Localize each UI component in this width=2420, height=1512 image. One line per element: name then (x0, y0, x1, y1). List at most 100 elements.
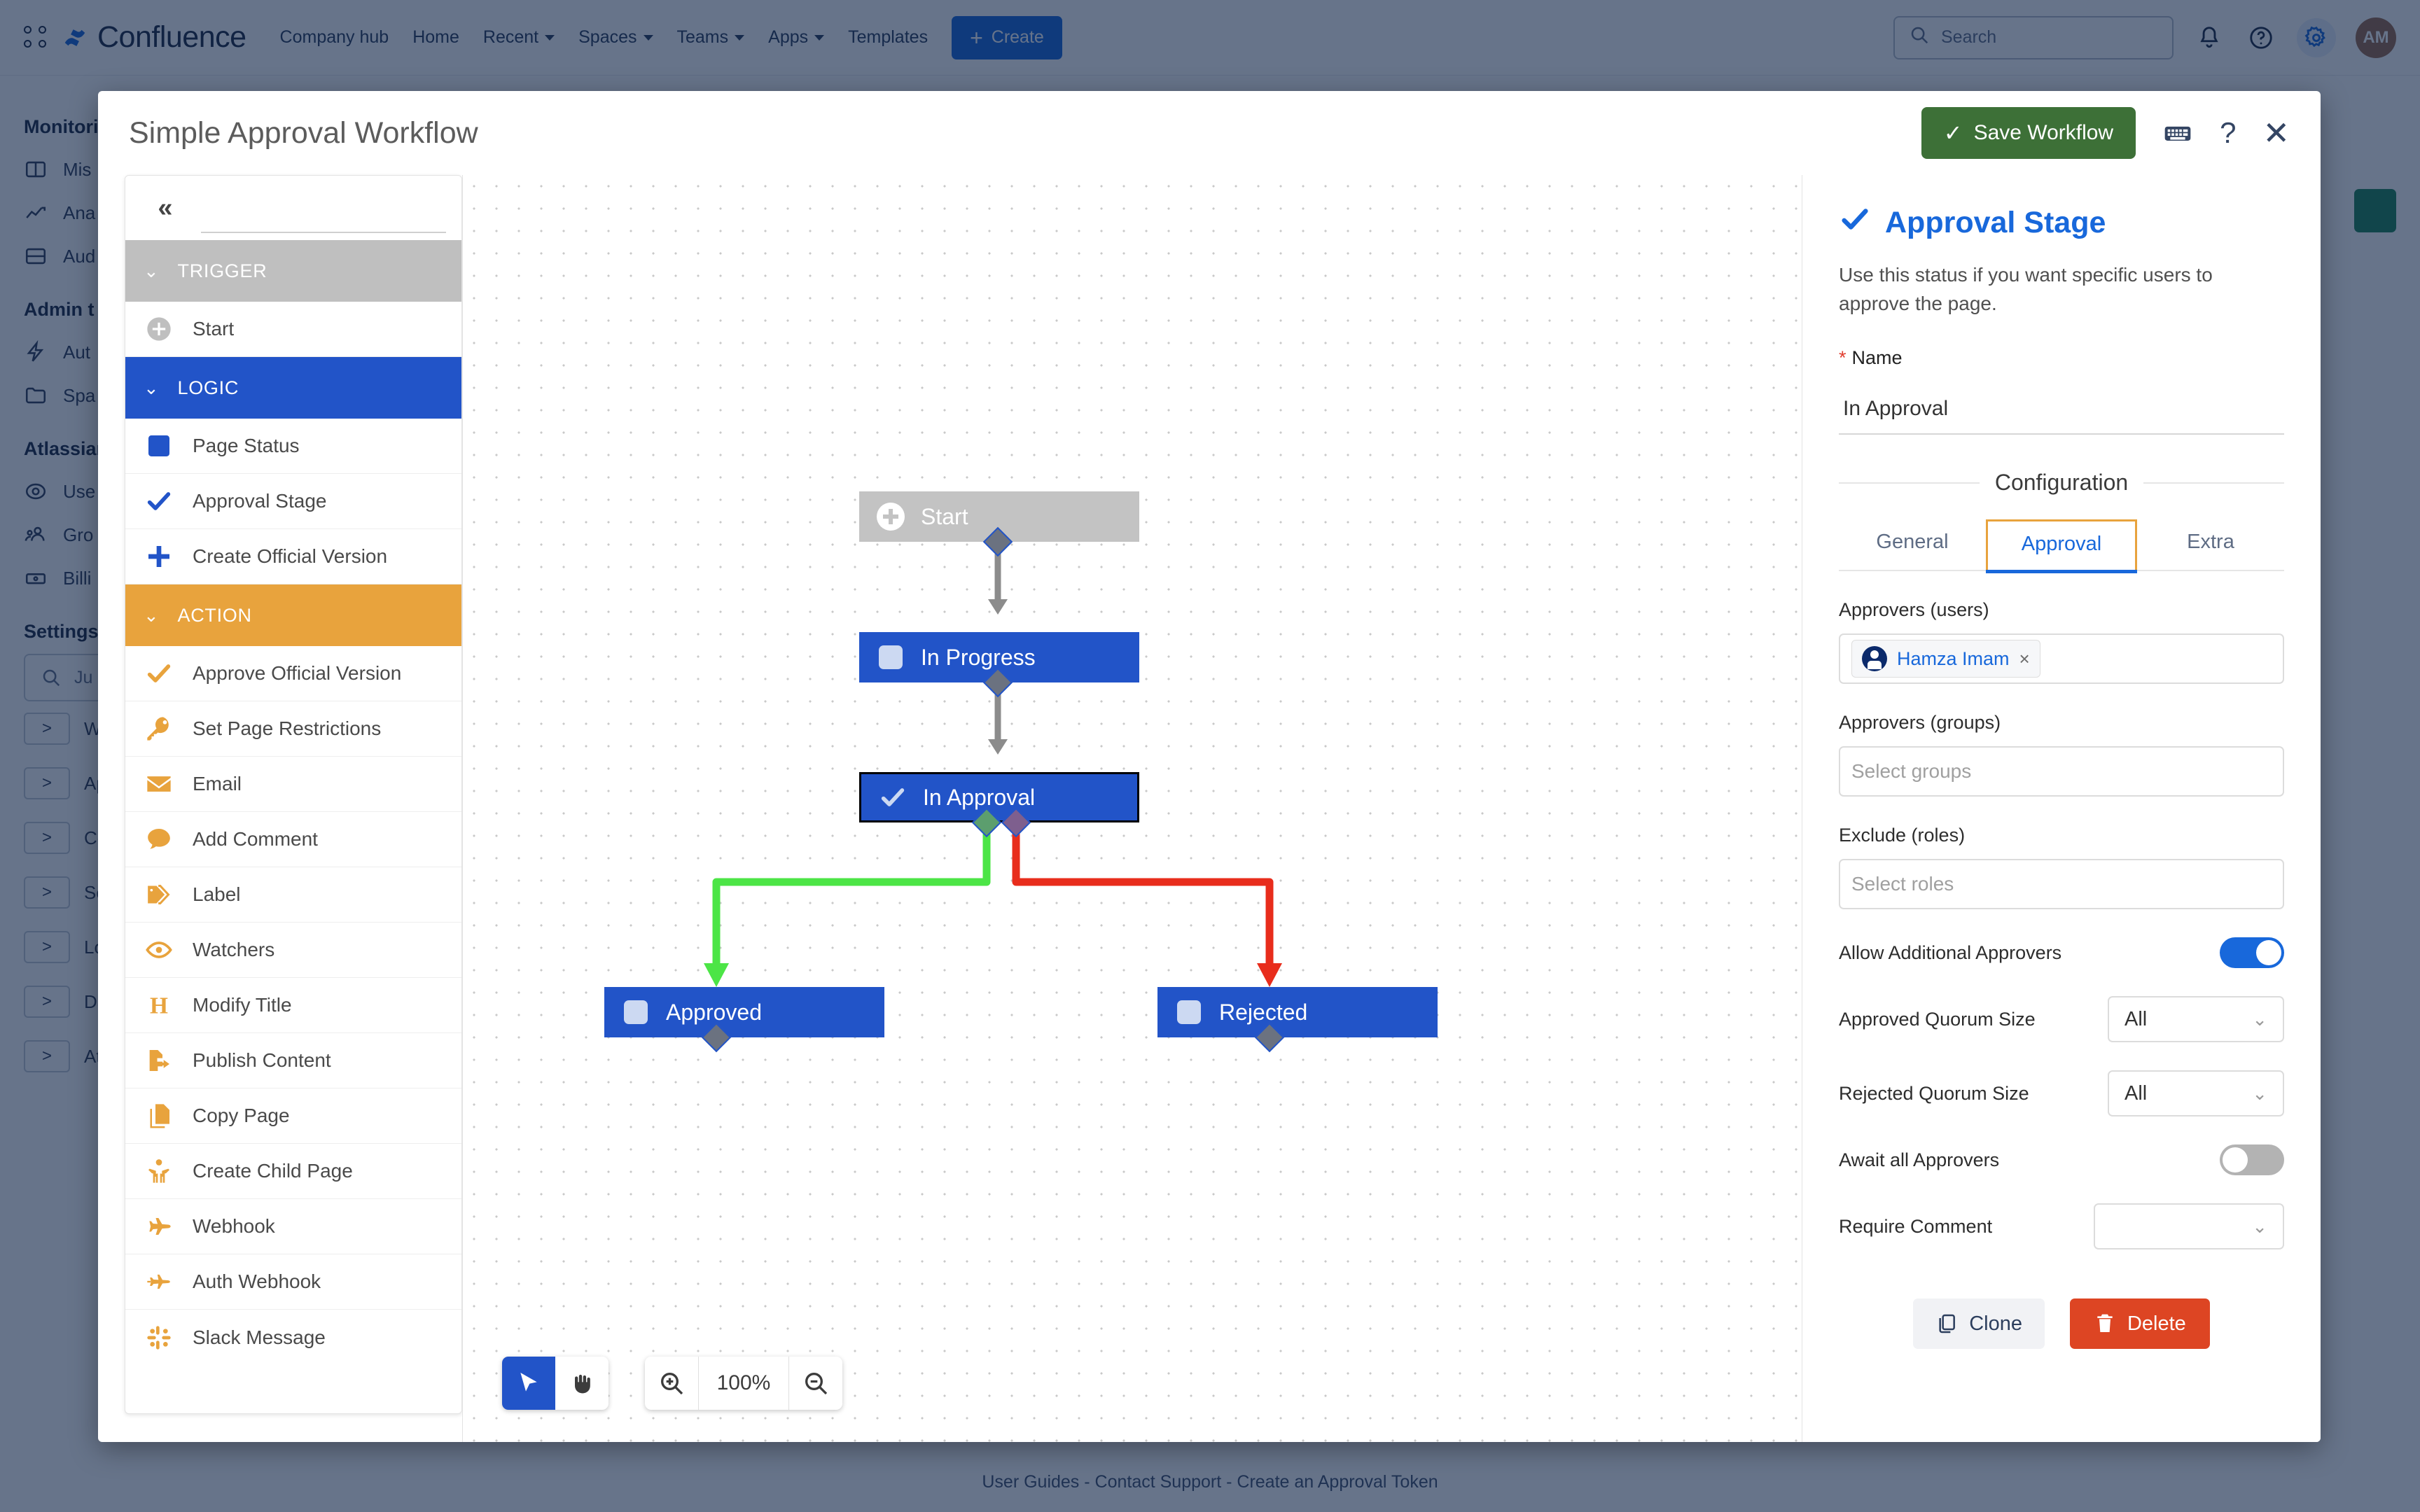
canvas-node-label: Rejected (1219, 999, 1308, 1025)
workflow-canvas[interactable]: Start In Progress In Approval Approved (462, 175, 1802, 1442)
palette-item-approve-official-version[interactable]: Approve Official Version (125, 646, 461, 701)
palette-item-create-official-version[interactable]: Create Official Version (125, 529, 461, 584)
jet-icon (144, 1266, 174, 1297)
palette-item-label: Watchers (193, 939, 275, 960)
palette-item-label: Add Comment (193, 828, 318, 850)
zoom-out-icon[interactable] (789, 1357, 842, 1410)
palette-item-start[interactable]: Start (125, 302, 461, 357)
palette-item-slack-message[interactable]: Slack Message (125, 1310, 461, 1365)
save-workflow-button[interactable]: ✓ Save Workflow (1921, 107, 2136, 159)
require-comment-select[interactable]: ⌄ (2094, 1203, 2284, 1250)
canvas-toolbar: 100% (502, 1357, 842, 1410)
palette-item-label: Copy Page (193, 1105, 290, 1126)
tab-extra[interactable]: Extra (2187, 531, 2234, 554)
palette-item-add-comment[interactable]: Add Comment (125, 812, 461, 867)
remove-chip-icon[interactable]: × (2019, 648, 2030, 669)
canvas-node-in-progress[interactable]: In Progress (859, 632, 1139, 682)
allow-additional-approvers-toggle[interactable] (2220, 937, 2284, 969)
clone-label: Clone (1969, 1312, 2022, 1335)
palette-item-approval-stage[interactable]: Approval Stage (125, 474, 461, 529)
palette-item-label: Publish Content (193, 1049, 331, 1071)
copy-icon (1939, 1314, 1956, 1334)
chevron-down-icon: ⌄ (144, 604, 160, 626)
await-all-approvers-toggle[interactable] (2220, 1144, 2284, 1176)
delete-button[interactable]: Delete (2069, 1298, 2210, 1350)
rejected-quorum-select[interactable]: All ⌄ (2108, 1070, 2284, 1117)
zoom-level-value[interactable]: 100% (698, 1357, 789, 1410)
palette-group-label: ACTION (177, 604, 252, 626)
collapse-panel-icon[interactable]: « (158, 192, 173, 223)
canvas-node-start[interactable]: Start (859, 491, 1139, 542)
child-icon (144, 1156, 174, 1186)
palette-item-watchers[interactable]: Watchers (125, 923, 461, 978)
svg-text:H: H (150, 993, 168, 1019)
palette-item-label[interactable]: Label (125, 867, 461, 923)
palette-item-label: Create Official Version (193, 545, 388, 567)
palette-item-set-page-restrictions[interactable]: Set Page Restrictions (125, 701, 461, 757)
eye-icon (144, 934, 174, 965)
palette-item-publish-content[interactable]: Publish Content (125, 1033, 461, 1088)
palette-item-label: Slack Message (193, 1326, 326, 1348)
keyboard-shortcuts-icon[interactable] (2162, 118, 2193, 148)
palette-group-label: LOGIC (177, 377, 239, 398)
palette-item-create-child-page[interactable]: Create Child Page (125, 1144, 461, 1199)
help-button[interactable]: ? (2220, 116, 2237, 149)
check-icon (144, 658, 174, 689)
close-icon[interactable]: ✕ (2262, 115, 2290, 151)
palette-item-modify-title[interactable]: H Modify Title (125, 978, 461, 1033)
hand-icon[interactable] (555, 1357, 609, 1410)
palette-item-webhook[interactable]: Webhook (125, 1199, 461, 1254)
approvers-users-input[interactable]: Hamza Imam × (1839, 634, 2284, 685)
heading-icon: H (144, 990, 174, 1021)
divider-line (1839, 482, 1980, 484)
configuration-label: Configuration (1994, 470, 2129, 496)
palette-item-email[interactable]: Email (125, 757, 461, 812)
square-icon (144, 430, 174, 461)
tab-general[interactable]: General (1876, 531, 1949, 554)
allow-additional-approvers-label: Allow Additional Approvers (1839, 941, 2062, 963)
configuration-divider: Configuration (1839, 470, 2284, 496)
approved-quorum-select[interactable]: All ⌄ (2108, 996, 2284, 1043)
chevron-down-icon: ⌄ (2252, 1008, 2267, 1030)
palette-group-action[interactable]: ⌄ ACTION (125, 584, 461, 646)
tab-approval[interactable]: Approval (1986, 519, 2137, 574)
modal-body: « ⌄ TRIGGER Start ⌄ LOGIC Page Status (98, 175, 2321, 1442)
square-icon (621, 997, 651, 1027)
approved-quorum-row: Approved Quorum Size All ⌄ (1839, 996, 2284, 1043)
workflow-editor-modal: Simple Approval Workflow ✓ Save Workflow… (98, 91, 2321, 1442)
canvas-node-rejected[interactable]: Rejected (1157, 987, 1438, 1037)
pointer-tool-group (502, 1357, 609, 1410)
exclude-roles-input[interactable]: Select roles (1839, 859, 2284, 910)
rejected-quorum-value: All (2125, 1082, 2148, 1105)
approver-chip[interactable]: Hamza Imam × (1851, 640, 2040, 678)
palette-search-input[interactable] (201, 198, 446, 233)
palette-item-auth-webhook[interactable]: Auth Webhook (125, 1254, 461, 1310)
palette-item-label: Approve Official Version (193, 662, 402, 684)
canvas-node-approved[interactable]: Approved (604, 987, 884, 1037)
toggle-knob (2223, 1147, 2248, 1173)
config-description: Use this status if you want specific use… (1839, 264, 2213, 314)
envelope-icon (144, 769, 174, 799)
palette-group-trigger[interactable]: ⌄ TRIGGER (125, 240, 461, 302)
copy-icon (144, 1100, 174, 1131)
name-input[interactable]: In Approval (1839, 384, 2284, 435)
config-panel: Approval Stage Use this status if you wa… (1802, 175, 2321, 1442)
require-comment-label: Require Comment (1839, 1215, 1993, 1237)
save-workflow-label: Save Workflow (1973, 121, 2114, 144)
approvers-groups-input[interactable]: Select groups (1839, 746, 2284, 797)
palette-item-copy-page[interactable]: Copy Page (125, 1088, 461, 1144)
square-icon (876, 643, 905, 672)
modal-header-actions: ✓ Save Workflow ? ✕ (1921, 107, 2290, 159)
palette-item-label: Modify Title (193, 994, 292, 1016)
cursor-icon[interactable] (502, 1357, 555, 1410)
zoom-in-icon[interactable] (645, 1357, 698, 1410)
palette-item-label: Approval Stage (193, 490, 327, 512)
palette-item-page-status[interactable]: Page Status (125, 419, 461, 474)
node-palette: « ⌄ TRIGGER Start ⌄ LOGIC Page Status (125, 175, 462, 1414)
canvas-node-in-approval[interactable]: In Approval (859, 772, 1139, 822)
plane-icon (144, 1211, 174, 1242)
await-all-approvers-row: Await all Approvers (1839, 1144, 2284, 1176)
divider-line (2143, 482, 2284, 484)
clone-button[interactable]: Clone (1913, 1298, 2045, 1350)
palette-group-logic[interactable]: ⌄ LOGIC (125, 357, 461, 419)
